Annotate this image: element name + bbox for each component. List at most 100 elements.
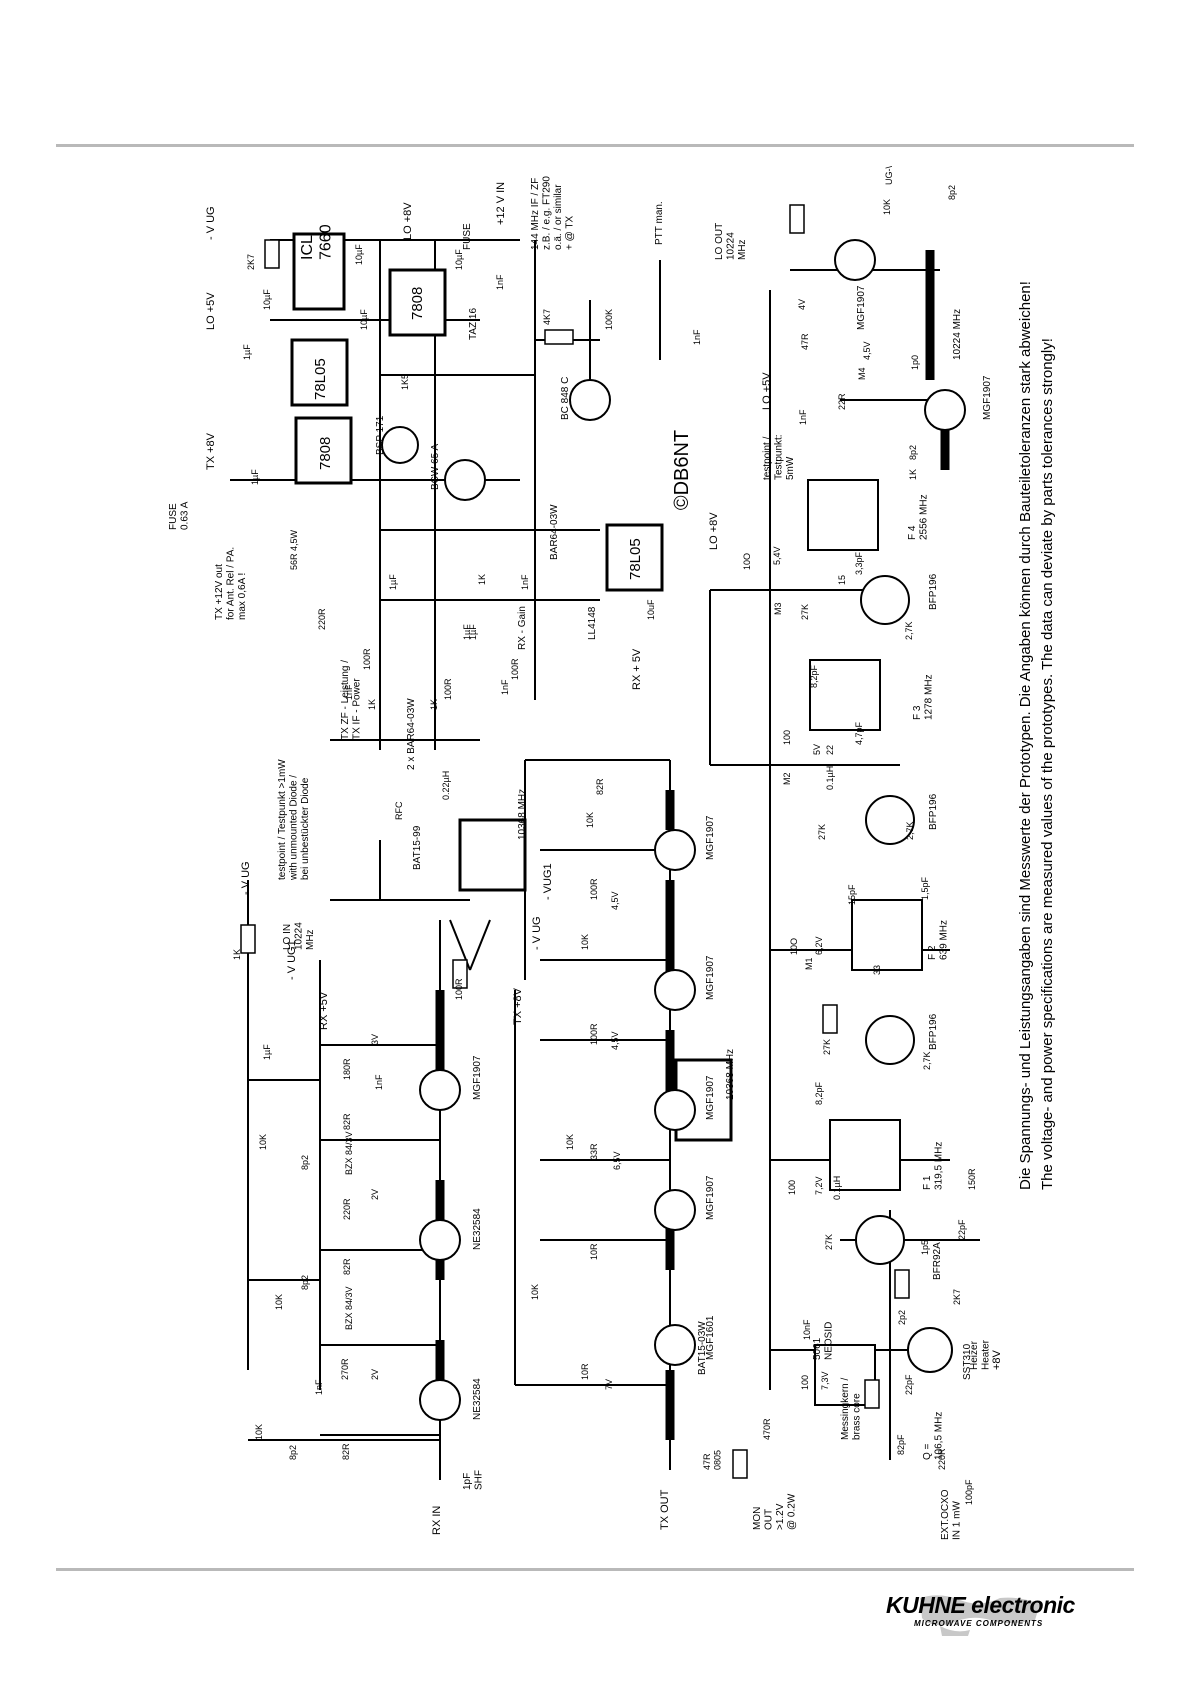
- values-v51: 150R: [967, 1168, 977, 1190]
- values-v58: 2,7K: [922, 1051, 932, 1070]
- values-v43: 22pF: [904, 1374, 914, 1395]
- values-v13: 2V: [370, 1369, 380, 1380]
- values-v18: 82R: [342, 1113, 352, 1130]
- labels-taz16: TAZ 16: [468, 308, 479, 340]
- values-v82: 1p0: [910, 355, 920, 370]
- labels-bat1599: BAT15-99: [412, 825, 423, 870]
- logo-tagline: MICROWAVE COMPONENTS: [914, 1619, 1044, 1628]
- labels-fuse1: FUSE: [462, 223, 473, 250]
- rails-lo5a: LO +5V: [205, 292, 217, 330]
- ics-u5: 78L05: [627, 538, 644, 580]
- values-v120: 1nF: [692, 329, 702, 345]
- part-labels: MGF1907NE32584NE32584MGF1907MGF1907MGF19…: [472, 285, 993, 1420]
- labels-rxgain: RX - Gain: [517, 606, 528, 650]
- parts-q8: MGF1601: [705, 1315, 716, 1360]
- ics-u3: 7808: [409, 287, 426, 320]
- parts-q2: NE32584: [472, 1208, 483, 1250]
- values-v104: 1nF: [495, 274, 505, 290]
- values-v116: M3: [773, 602, 783, 615]
- ic-boxes: [290, 232, 664, 592]
- values-v98: 1K5: [400, 374, 410, 390]
- labels-f4: F 42556 MHz: [907, 494, 930, 540]
- values-v117: M4: [857, 367, 867, 380]
- values-v87: UG-\: [884, 166, 894, 185]
- values-v100: 10µF: [262, 289, 272, 310]
- values-v101: 10µF: [354, 244, 364, 265]
- labels-loout: LO OUT10224MHz: [714, 223, 748, 260]
- values-v110: 100R: [443, 678, 453, 700]
- values-v40: 10nF: [802, 1319, 812, 1340]
- values-v49: 1p5: [920, 1240, 930, 1255]
- labels-mon: MONOUT>1.2V@ 0.2W: [752, 1493, 798, 1530]
- labels-txzf: TX ZF - Leistung /TX IF - Power: [340, 660, 363, 740]
- values-v108: 1nF: [344, 684, 354, 700]
- values-v107: 1µF: [468, 624, 478, 640]
- values-v59: 10O: [789, 938, 799, 955]
- values-v26: 33R: [589, 1143, 599, 1160]
- rails-tx8a: TX +8V: [205, 432, 217, 470]
- rails-neg_vug2: - V UG: [240, 861, 252, 895]
- parts-q5: MGF1907: [705, 955, 716, 1000]
- ics-u1: ICL7660: [299, 224, 334, 260]
- world-map-icon: [920, 1595, 1040, 1636]
- values-v83: 47R: [800, 333, 810, 350]
- values-v94: 1µF: [388, 574, 398, 590]
- values-v114: M1: [804, 957, 814, 970]
- values-v1: 1K: [232, 949, 242, 960]
- values-v74: 5,4V: [772, 546, 782, 565]
- top-rule: [56, 144, 1134, 147]
- labels-f10224: 10224 MHz: [952, 309, 963, 360]
- values-v10: 1nF: [314, 1379, 324, 1395]
- values-v75: 15: [837, 575, 847, 585]
- rails-lo8b: LO +8V: [708, 512, 720, 550]
- labels-bc848: BC 848 C: [560, 377, 571, 420]
- note-english: The voltage- and power specifications ar…: [1039, 338, 1056, 1190]
- values-v81: 4,5V: [862, 341, 872, 360]
- values-v80: 22R: [837, 393, 847, 410]
- labels-xtal: Q =106,5 MHz: [922, 1412, 945, 1460]
- rails-lo5b: LO +5V: [761, 372, 773, 410]
- values-v60: 6,2V: [814, 936, 824, 955]
- values-v62: 1,5pF: [920, 876, 930, 900]
- values-v78: 8p2: [908, 445, 918, 460]
- values-v67: 100: [782, 730, 792, 745]
- rails-rx5b: RX + 5V: [631, 648, 643, 690]
- values-v8: 8p2: [288, 1445, 298, 1460]
- values-v35: 10K: [565, 1134, 575, 1150]
- values-v21: 1nF: [374, 1074, 384, 1090]
- values-v17: 2V: [370, 1189, 380, 1200]
- values-v76: 3,3pF: [854, 551, 864, 575]
- values-v102: 10µF: [359, 309, 369, 330]
- values-v5: 10K: [274, 1294, 284, 1310]
- values-v52: 0.1µH: [832, 1176, 842, 1200]
- values-v61: 15pF: [847, 884, 857, 905]
- note-german: Die Spannungs- und Leistungsangaben sind…: [1017, 281, 1034, 1190]
- values-v22: 100R: [454, 978, 464, 1000]
- labels-txout: TX OUT: [659, 1489, 671, 1530]
- labels-loin: LO IN10224MHz: [282, 922, 316, 950]
- kuhne-logo: KUHNE electronic MICROWAVE COMPONENTS: [880, 1592, 1080, 1640]
- values-v45: 220R: [937, 1448, 947, 1470]
- values-v90: 1K: [429, 699, 439, 710]
- parts-q13: SST310: [962, 1343, 973, 1380]
- values-v97: 100K: [604, 309, 614, 330]
- labels-bat1503: BAT15-03W: [697, 1321, 708, 1375]
- values-v47: 27K: [824, 1234, 834, 1250]
- parts-q14: MGF1907: [856, 285, 867, 330]
- values-v91: 100R: [510, 658, 520, 680]
- values-v46: 100pF: [964, 1479, 974, 1505]
- values-v54: 7,2V: [814, 1176, 824, 1195]
- values-v11: 270R: [340, 1358, 350, 1380]
- values-v88: 100R: [362, 648, 372, 670]
- values-v85: 10K: [882, 199, 892, 215]
- values-v119: 1µF: [462, 624, 472, 640]
- values-v28: 100R: [589, 1023, 599, 1045]
- labels-txrel: TX +12V outfor Ant. Rel / PA.max 0,6A !: [214, 547, 248, 620]
- values-v33: 10K: [585, 812, 595, 828]
- values-v71: 27K: [800, 604, 810, 620]
- labels-filt10368a: 10368 MHz: [517, 789, 528, 840]
- values-v2: 1µF: [262, 1044, 272, 1060]
